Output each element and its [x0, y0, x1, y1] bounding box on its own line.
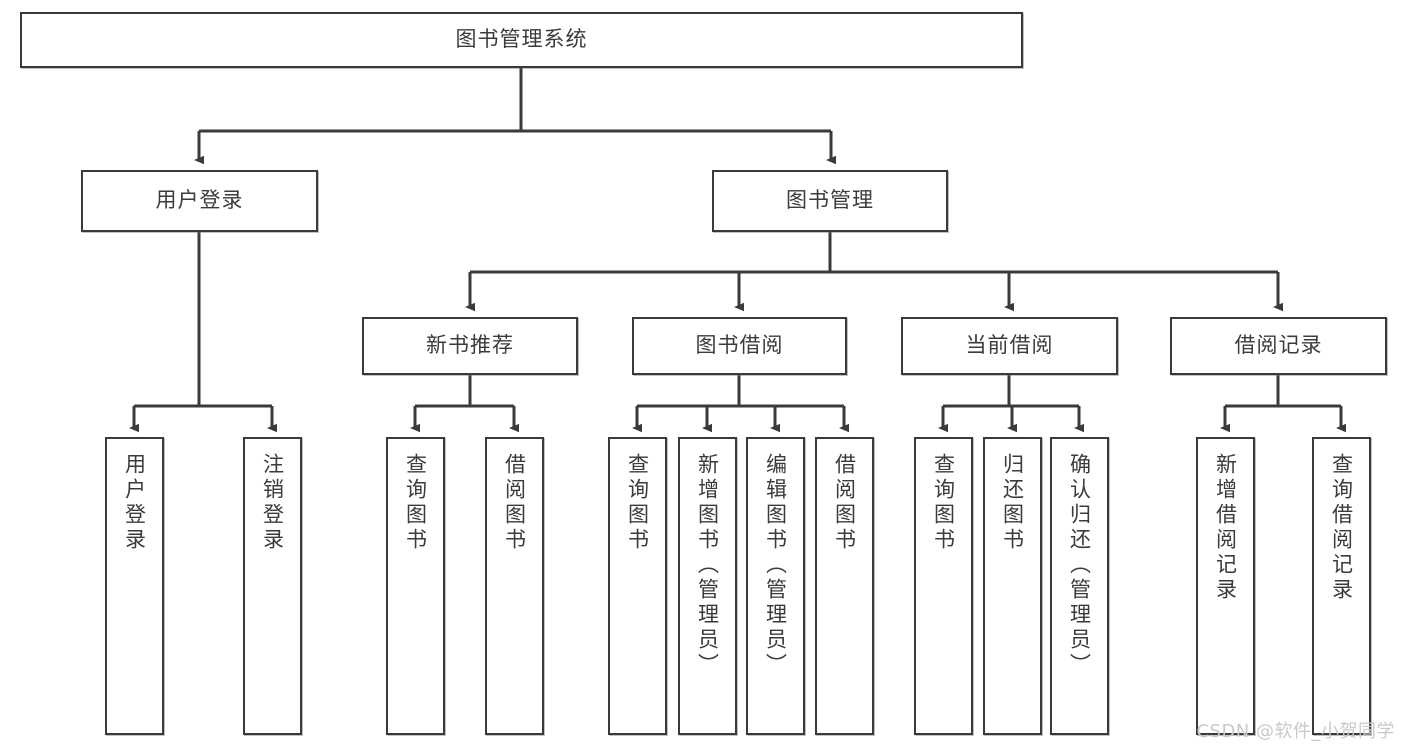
node-leaf[interactable]: 新增借阅记录	[1196, 437, 1255, 735]
node-leaf[interactable]: 归还图书	[983, 437, 1042, 735]
node-leaf[interactable]: 查询借阅记录	[1312, 437, 1371, 735]
node-leaf-label: 查询图书	[403, 453, 428, 553]
node-new-book-recommend-label: 新书推荐	[426, 333, 514, 358]
node-borrow-record[interactable]: 借阅记录	[1170, 317, 1387, 375]
node-leaf[interactable]: 借阅图书	[485, 437, 544, 735]
node-leaf-label: 借阅图书	[502, 453, 527, 553]
node-leaf-label: 查询图书	[625, 453, 650, 553]
node-leaf-label: 用户登录	[122, 453, 147, 553]
node-borrow-record-label: 借阅记录	[1234, 333, 1323, 358]
node-leaf-label: 编辑图书（管理员）	[763, 453, 788, 678]
node-current-borrow-label: 当前借阅	[965, 333, 1054, 358]
node-root-label: 图书管理系统	[455, 27, 588, 52]
node-leaf[interactable]: 确认归还（管理员）	[1050, 437, 1109, 735]
node-root[interactable]: 图书管理系统	[20, 12, 1023, 68]
node-leaf[interactable]: 新增图书（管理员）	[678, 437, 737, 735]
node-new-book-recommend[interactable]: 新书推荐	[362, 317, 578, 375]
node-leaf-label: 归还图书	[1000, 453, 1025, 553]
node-book-borrow-label: 图书借阅	[695, 333, 784, 358]
node-user-login[interactable]: 用户登录	[81, 170, 318, 232]
node-leaf[interactable]: 查询图书	[608, 437, 667, 735]
node-user-login-label: 用户登录	[155, 188, 244, 213]
node-leaf-label: 确认归还（管理员）	[1067, 453, 1092, 678]
node-leaf-label: 注销登录	[260, 453, 285, 553]
node-leaf[interactable]: 注销登录	[243, 437, 302, 735]
node-leaf[interactable]: 查询图书	[386, 437, 445, 735]
node-leaf-label: 查询图书	[931, 453, 956, 553]
node-leaf[interactable]: 查询图书	[914, 437, 973, 735]
node-leaf-label: 新增借阅记录	[1213, 453, 1238, 603]
node-leaf[interactable]: 编辑图书（管理员）	[746, 437, 805, 735]
node-book-management-label: 图书管理	[786, 188, 874, 213]
watermark: CSDN @软件_小贺同学	[1196, 721, 1395, 742]
node-book-management[interactable]: 图书管理	[712, 170, 948, 232]
node-leaf[interactable]: 用户登录	[105, 437, 164, 735]
node-leaf-label: 借阅图书	[832, 453, 857, 553]
node-book-borrow[interactable]: 图书借阅	[632, 317, 847, 375]
node-leaf-label: 查询借阅记录	[1329, 453, 1354, 603]
node-leaf-label: 新增图书（管理员）	[695, 453, 720, 678]
node-current-borrow[interactable]: 当前借阅	[901, 317, 1118, 375]
node-leaf[interactable]: 借阅图书	[815, 437, 874, 735]
